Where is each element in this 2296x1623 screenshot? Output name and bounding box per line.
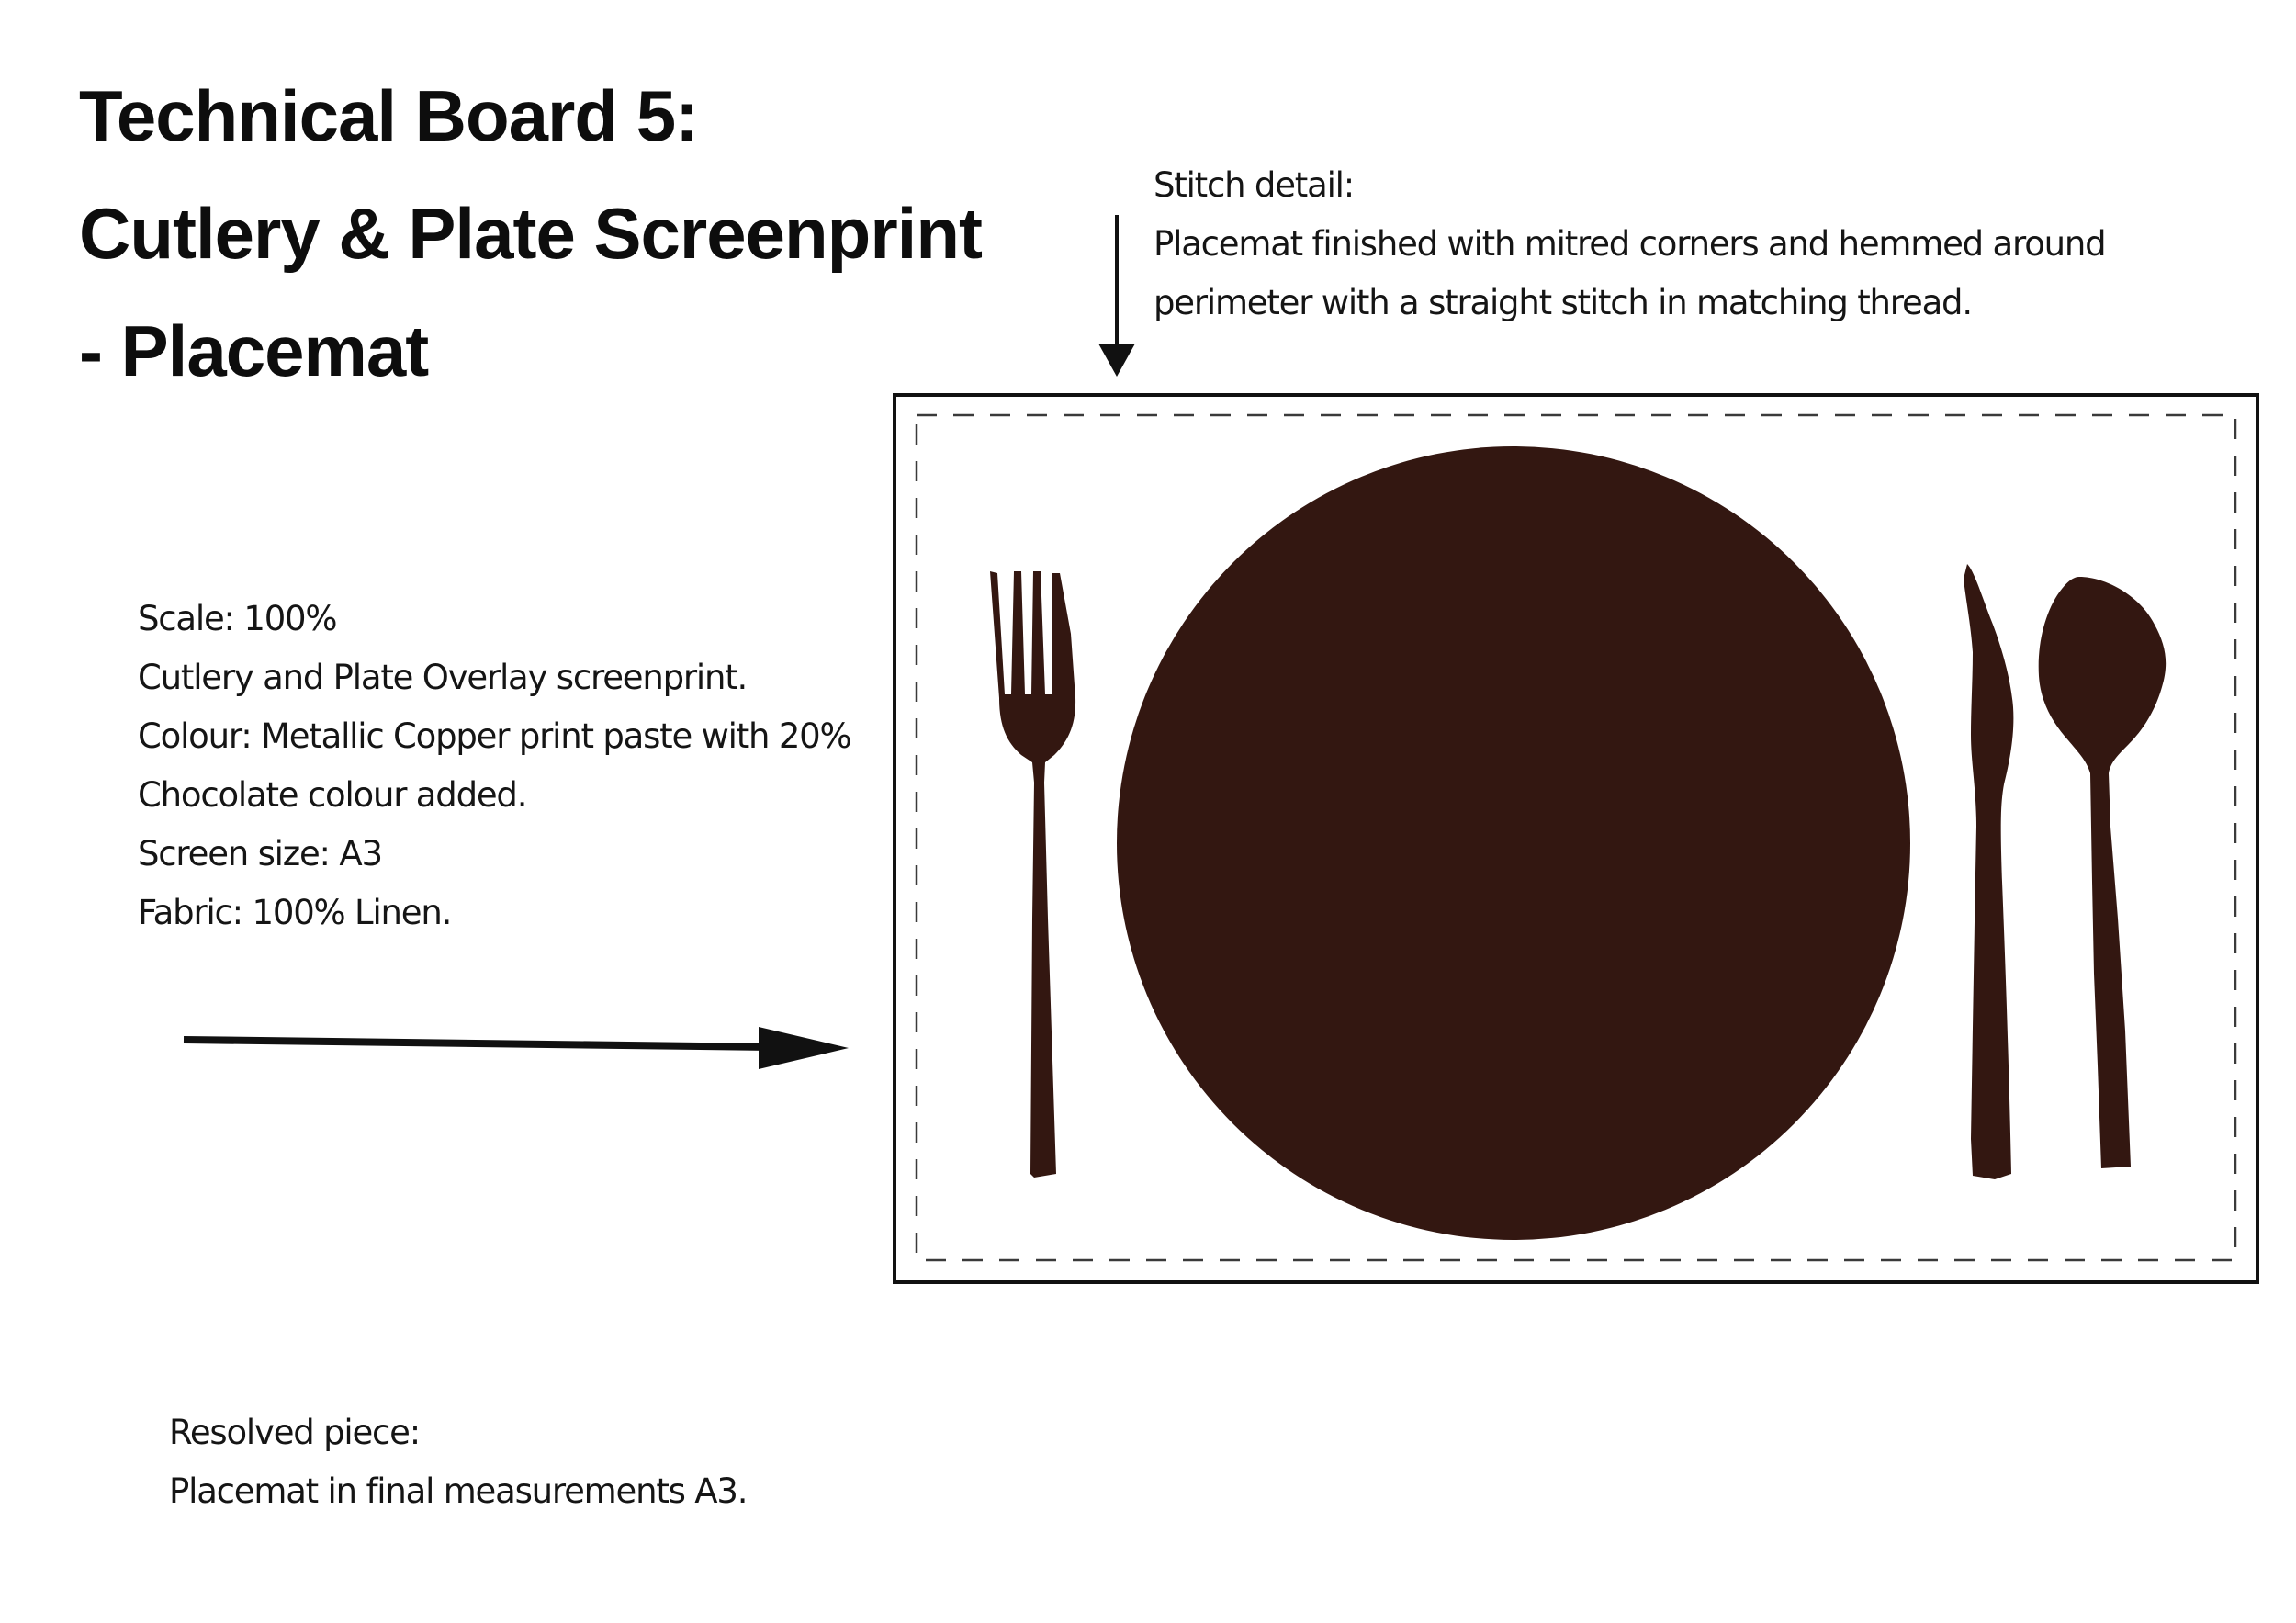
spec-arrow xyxy=(183,1027,849,1069)
spec-screen-size: Screen size: A3 xyxy=(138,834,383,873)
plate-icon xyxy=(1117,446,1910,1240)
board-title: Technical Board 5: Cutlery & Plate Scree… xyxy=(79,57,983,410)
spec-scale: Scale: 100% xyxy=(138,599,338,638)
spec-colour: Colour: Metallic Copper print paste with… xyxy=(138,716,852,756)
stitch-detail-line: Placemat finished with mitred corners an… xyxy=(1154,224,2107,264)
spec-fabric: Fabric: 100% Linen. xyxy=(138,893,452,932)
placemat-outline xyxy=(893,393,2259,1284)
print-spec-note: Scale: 100% Cutlery and Plate Overlay sc… xyxy=(138,590,852,942)
stitch-detail-note: Stitch detail: Placemat finished with mi… xyxy=(1154,156,2107,332)
board-title-line: - Placemat xyxy=(79,310,429,391)
board-title-line: Technical Board 5: xyxy=(79,75,699,156)
knife-icon xyxy=(1964,564,2014,1179)
spec-print-type: Cutlery and Plate Overlay screenprint. xyxy=(138,658,748,697)
stitch-arrow xyxy=(1098,215,1135,377)
board-title-line: Cutlery & Plate Screenprint xyxy=(79,193,983,274)
resolved-heading: Resolved piece: xyxy=(169,1413,421,1452)
stitch-detail-line: perimeter with a straight stitch in matc… xyxy=(1154,283,1973,322)
spoon-icon xyxy=(2038,577,2167,1168)
resolved-piece-note: Resolved piece: Placemat in final measur… xyxy=(169,1403,748,1521)
resolved-line: Placemat in final measurements A3. xyxy=(169,1471,748,1511)
stitch-line xyxy=(915,413,2237,1262)
fork-icon xyxy=(990,571,1076,1178)
stitch-detail-heading: Stitch detail: xyxy=(1154,165,1355,205)
spec-colour-cont: Chocolate colour added. xyxy=(138,775,527,815)
